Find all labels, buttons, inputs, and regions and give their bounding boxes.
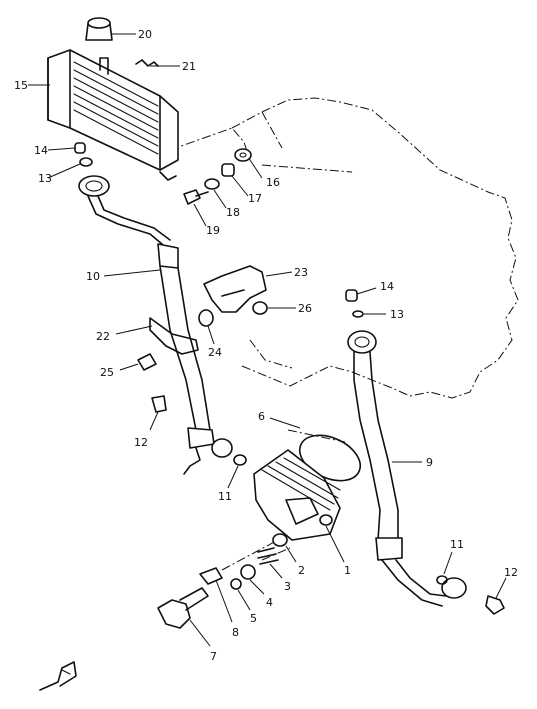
callout-26: 26 xyxy=(298,302,312,315)
callout-15: 15 xyxy=(14,79,28,92)
callout-13-right: 13 xyxy=(390,308,404,321)
callout-23: 23 xyxy=(294,266,308,279)
bolt-25 xyxy=(137,353,157,371)
oil-hose-10 xyxy=(78,175,215,475)
hose-10-flange xyxy=(211,438,247,466)
callout-7: 7 xyxy=(210,650,217,663)
callout-6: 6 xyxy=(258,410,265,423)
callout-20: 20 xyxy=(138,28,152,41)
callout-13: 13 xyxy=(38,172,52,185)
callout-10: 10 xyxy=(86,270,100,283)
union-bolt-right xyxy=(345,289,364,318)
callout-12: 12 xyxy=(134,436,148,449)
callout-11: 11 xyxy=(218,490,232,503)
filler-cap xyxy=(85,17,113,41)
callout-labels: 20 21 15 14 13 16 17 18 19 10 23 14 26 1… xyxy=(14,28,518,663)
callout-9: 9 xyxy=(426,456,433,469)
bracket-23 xyxy=(203,265,268,315)
oil-hose-9 xyxy=(347,330,467,607)
callout-1: 1 xyxy=(344,564,351,577)
engine-outline xyxy=(169,97,519,399)
bolt-12-upper xyxy=(151,395,167,413)
oil-filter-housing xyxy=(253,449,341,541)
collar-24 xyxy=(198,309,214,327)
callout-8: 8 xyxy=(232,626,239,639)
callout-18: 18 xyxy=(226,206,240,219)
callout-14: 14 xyxy=(34,144,48,157)
callout-4: 4 xyxy=(266,596,273,609)
callout-17: 17 xyxy=(248,192,262,205)
callout-5: 5 xyxy=(250,612,257,625)
clamp-22 xyxy=(149,317,199,355)
oil-cooler xyxy=(47,49,179,181)
callout-3: 3 xyxy=(284,580,291,593)
callout-25: 25 xyxy=(100,366,114,379)
leader-lines xyxy=(28,33,507,647)
callout-16: 16 xyxy=(266,176,280,189)
callout-22: 22 xyxy=(96,330,110,343)
callout-12-lower: 12 xyxy=(504,566,518,579)
mount-hardware xyxy=(183,148,252,205)
union-bolt-top xyxy=(74,142,93,167)
callout-21: 21 xyxy=(182,60,196,73)
callout-19: 19 xyxy=(206,224,220,237)
callout-11-lower: 11 xyxy=(450,538,464,551)
front-direction-arrow-icon xyxy=(39,661,77,691)
bolt-12-lower xyxy=(485,595,505,615)
callout-2: 2 xyxy=(298,564,305,577)
callout-24: 24 xyxy=(208,346,222,359)
callout-14-right: 14 xyxy=(380,280,394,293)
clip xyxy=(135,59,159,67)
filter-small-parts xyxy=(157,533,288,629)
